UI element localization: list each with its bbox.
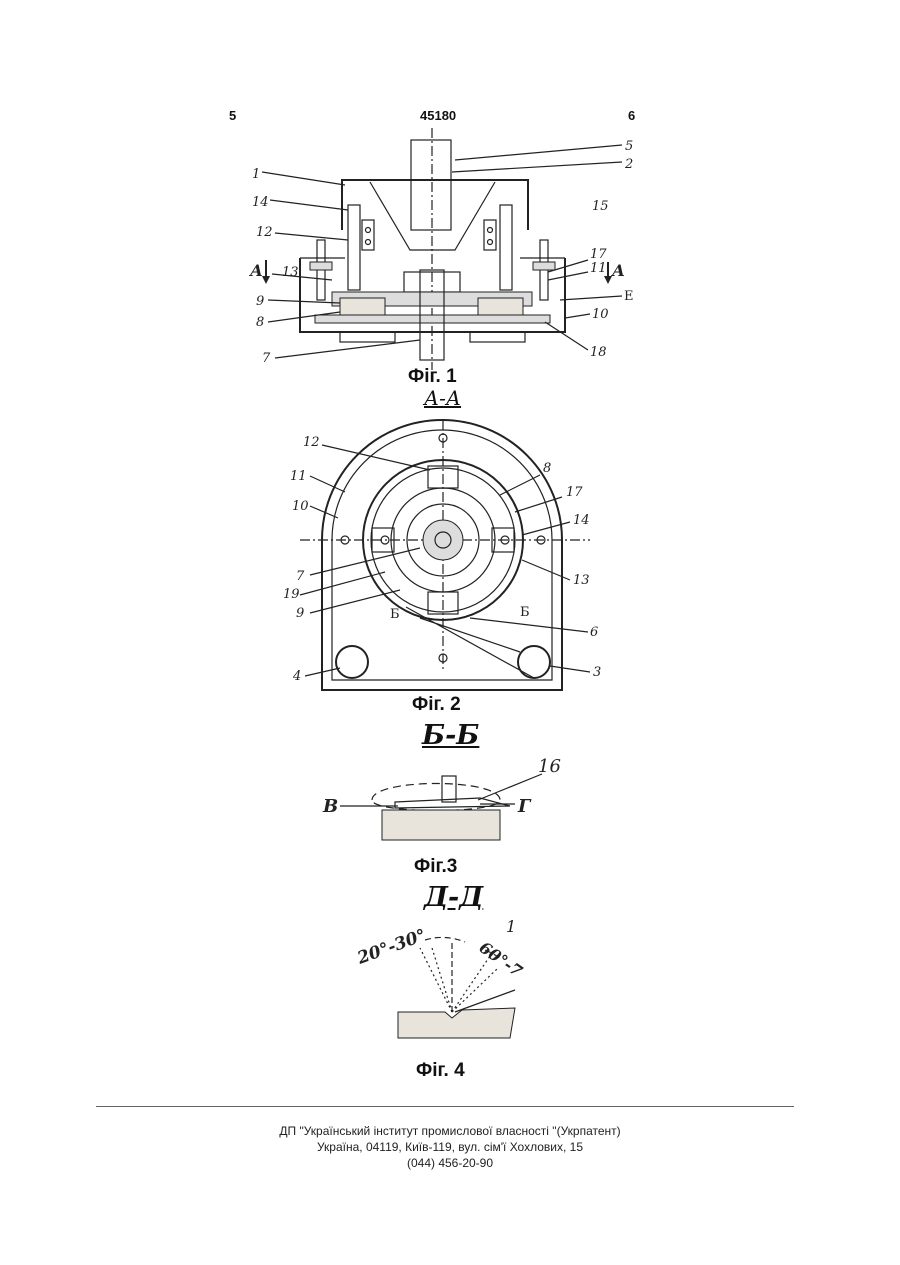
- fig3-label-g: Г: [517, 796, 532, 817]
- fig1-label-12: 12: [256, 225, 273, 240]
- fig1-label-E: E: [624, 289, 634, 304]
- fig4-label-1: 1: [506, 917, 516, 936]
- fig2-label-9: 9: [296, 606, 304, 621]
- fig1-section-mark-right: А: [611, 261, 625, 280]
- footer-line-2: Україна, 04119, Київ-119, вул. сім'ї Хох…: [0, 1140, 900, 1154]
- fig2-label-11: 11: [290, 469, 307, 484]
- figure-3-drawing: 16 В Г: [0, 760, 900, 860]
- fig1-label-17: 17: [590, 247, 607, 262]
- fig1-label-10: 10: [592, 307, 609, 322]
- fig1-caption: Фіг. 1: [408, 366, 457, 388]
- fig2-label-13: 13: [573, 573, 590, 588]
- fig3-label-v: В: [322, 796, 338, 817]
- footer-divider: [96, 1106, 794, 1107]
- fig3-label-16: 16: [538, 756, 561, 777]
- fig2-label-7: 7: [296, 569, 305, 584]
- figure-2-drawing: 12 11 10 8 17 14 7 13 19 9 Б Б 6 4 3: [0, 400, 900, 740]
- fig4-angle-right: 60°-7: [476, 938, 526, 981]
- fig1-label-15: 15: [592, 199, 609, 214]
- fig1-label-18: 18: [590, 345, 607, 360]
- fig2-label-4: 4: [292, 669, 301, 684]
- fig1-label-14: 14: [252, 195, 269, 210]
- fig1-label-5: 5: [625, 139, 633, 154]
- fig3-section-title: Б-Б: [422, 720, 479, 751]
- fig2-label-3: 3: [593, 665, 601, 680]
- figure-4-drawing: 20°-30° 60°-7 1: [0, 920, 900, 1050]
- fig2-label-14: 14: [573, 513, 590, 528]
- fig2-label-17: 17: [566, 485, 583, 500]
- fig1-label-1: 1: [252, 167, 260, 182]
- fig2-label-19: 19: [283, 587, 300, 602]
- figure-1-drawing: 5 2 1 14 15 12 17 11 13 E 9 8 10 7 18 А …: [0, 0, 900, 400]
- footer-line-1: ДП "Український інститут промислової вла…: [0, 1124, 900, 1138]
- fig4-section-title: Д-Д: [424, 882, 483, 913]
- fig1-label-9: 9: [256, 294, 264, 309]
- fig2-label-12: 12: [303, 435, 320, 450]
- fig1-section-mark-left: А: [249, 261, 263, 280]
- fig2-label-8: 8: [543, 461, 551, 476]
- fig1-label-11: 11: [590, 261, 607, 276]
- fig2-label-6: 6: [590, 625, 598, 640]
- footer-line-3: (044) 456-20-90: [0, 1156, 900, 1170]
- fig2-label-10: 10: [292, 499, 309, 514]
- fig1-label-2: 2: [624, 157, 633, 172]
- fig1-label-7: 7: [262, 351, 271, 366]
- fig4-caption: Фіг. 4: [416, 1060, 465, 1082]
- fig2-section-mark-b-right: Б: [520, 605, 530, 620]
- fig2-section-mark-b-left: Б: [390, 607, 400, 622]
- fig1-label-13: 13: [282, 265, 299, 280]
- fig3-caption: Фіг.3: [414, 856, 457, 878]
- fig2-caption: Фіг. 2: [412, 694, 461, 716]
- fig1-label-8: 8: [256, 315, 264, 330]
- fig4-angle-left: 20°-30°: [354, 925, 429, 969]
